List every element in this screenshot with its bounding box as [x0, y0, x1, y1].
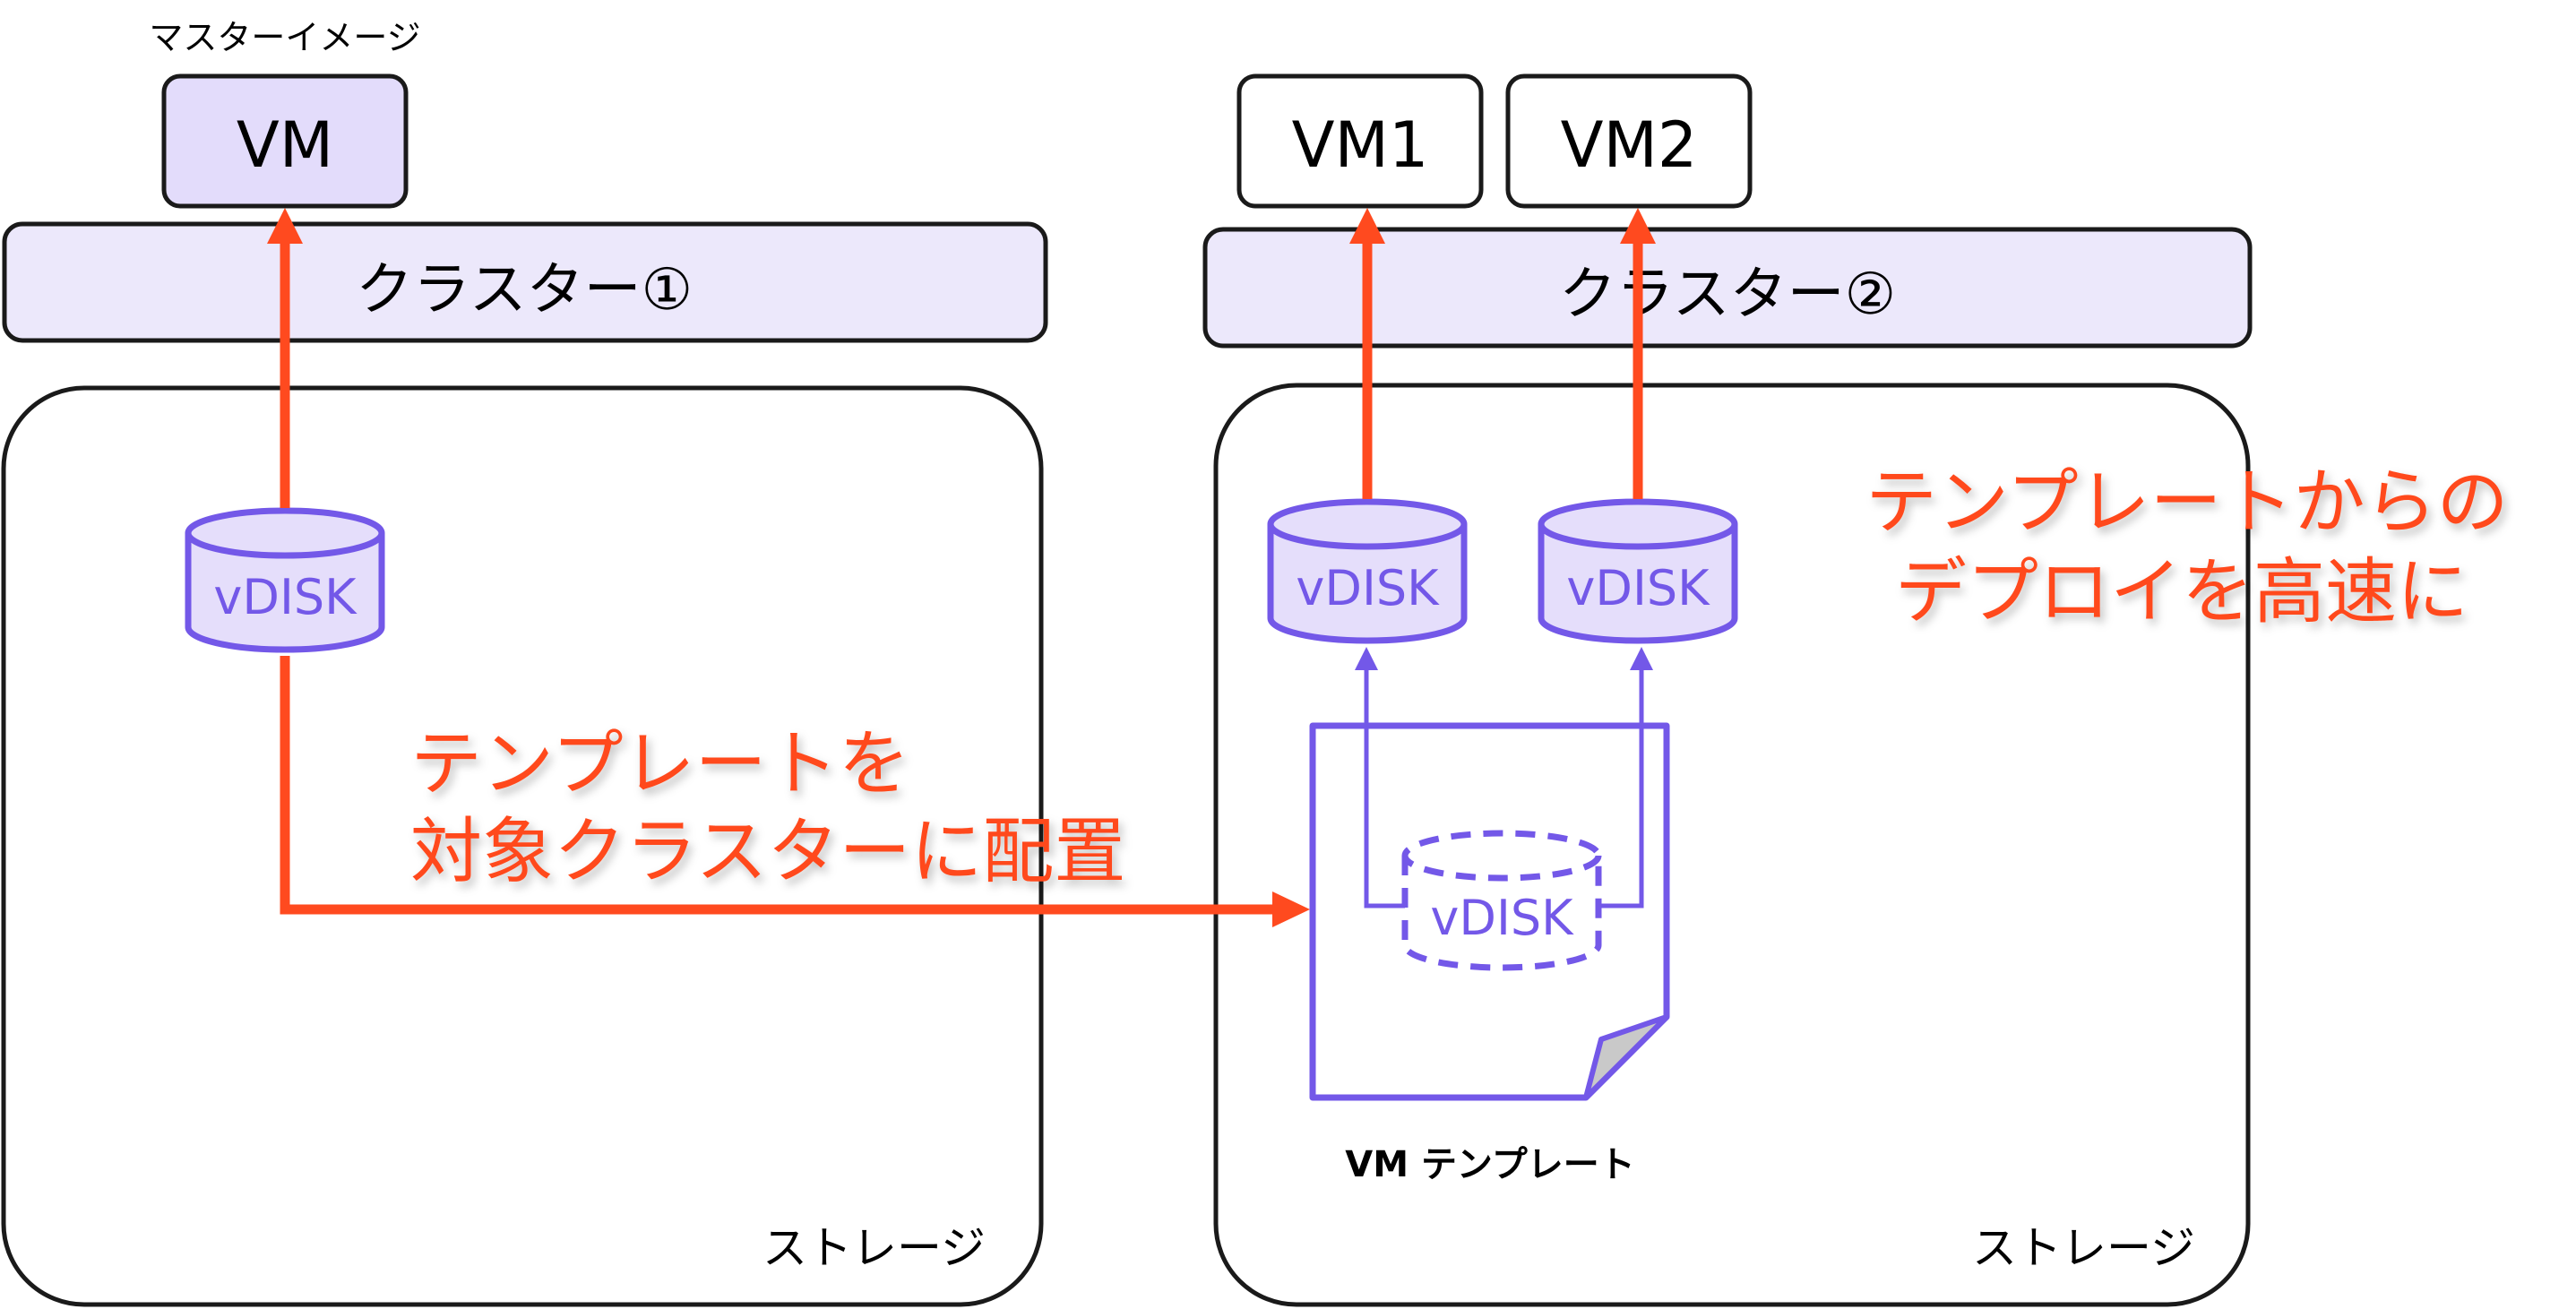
- vm2-label: VM2: [1561, 108, 1698, 182]
- callout-deploy-line2: デプロイを高速に: [1895, 550, 2468, 633]
- callout-place-line1: テンプレートを: [410, 722, 910, 805]
- source-vdisk: vDISK: [185, 507, 385, 653]
- storage-right-label: ストレージ: [1972, 1222, 2195, 1274]
- template-caption: VM テンプレート: [1345, 1144, 1635, 1185]
- vm1-label: VM1: [1292, 108, 1429, 182]
- arrowhead-master-vm: [267, 208, 303, 244]
- callout-fast-deploy: テンプレートからの デプロイを高速に: [1865, 461, 2509, 633]
- cluster-2-label: クラスター②: [1559, 262, 1896, 328]
- page-curl-icon: [1583, 1014, 1669, 1100]
- callout-place-template: テンプレートを 対象クラスターに配置: [410, 722, 1125, 893]
- arrowhead-template: [1272, 891, 1310, 927]
- storage-left-label: ストレージ: [762, 1222, 986, 1274]
- vm1-box: VM1: [1236, 73, 1484, 209]
- deployed-vdisk-2: vDISK: [1538, 498, 1738, 644]
- master-image-caption: マスターイメージ: [149, 18, 420, 57]
- master-vm-label: VM: [237, 108, 333, 182]
- arrowhead-vm2: [1620, 208, 1656, 244]
- callout-place-line2: 対象クラスターに配置: [410, 810, 1125, 893]
- template-links: [1355, 647, 1653, 909]
- vm2-box: VM2: [1505, 73, 1753, 209]
- red-arrows: [267, 208, 1656, 927]
- deployed-vdisk-2-label: vDISK: [1566, 560, 1710, 616]
- callout-deploy-line1: テンプレートからの: [1865, 461, 2509, 544]
- template-vdisk: vDISK: [1401, 830, 1602, 971]
- arrowhead-vm1: [1349, 208, 1385, 244]
- cluster-1: クラスター①: [2, 221, 1048, 343]
- cluster-2: クラスター②: [1202, 227, 2253, 349]
- deployed-vdisk-1: vDISK: [1267, 498, 1468, 644]
- cluster-1-label: クラスター①: [356, 257, 693, 323]
- deployed-vdisk-1-label: vDISK: [1296, 560, 1440, 616]
- source-vdisk-label: vDISK: [213, 569, 358, 625]
- template-vdisk-label: vDISK: [1430, 890, 1574, 946]
- master-vm-box: VM: [161, 73, 409, 209]
